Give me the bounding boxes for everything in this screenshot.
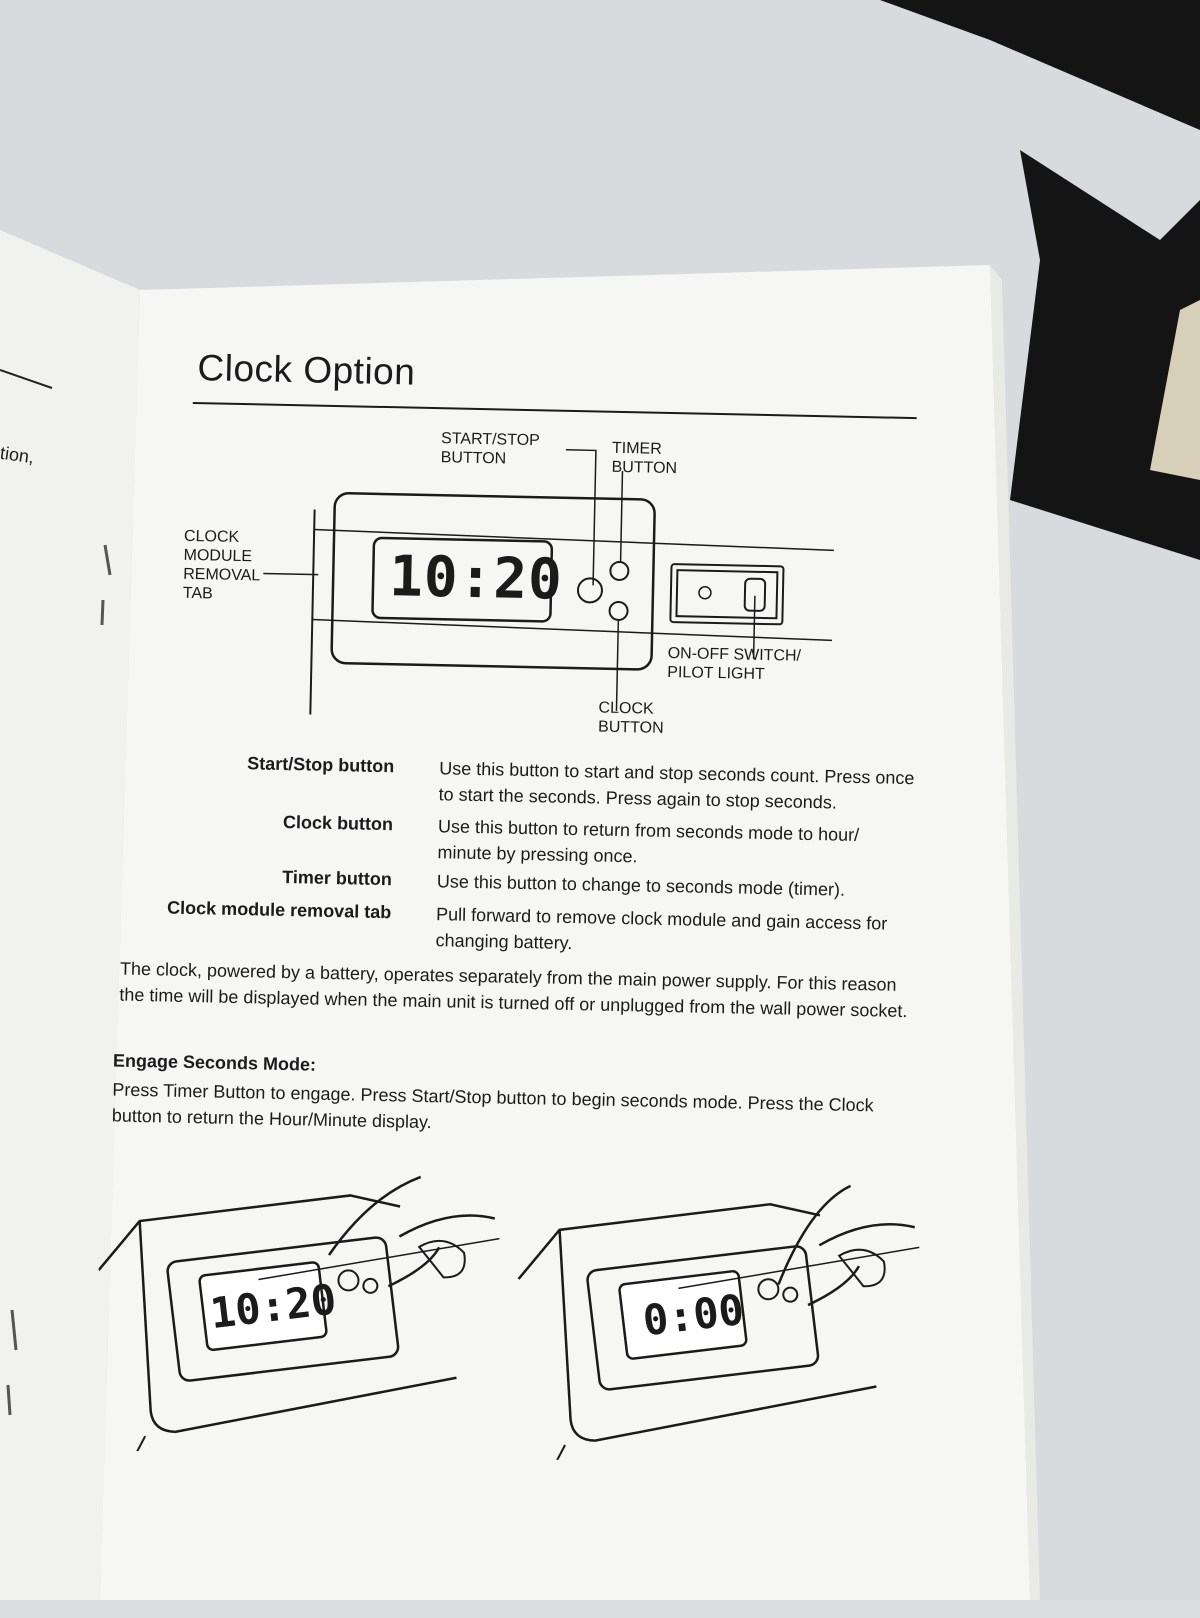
left-page-fragment: tion, <box>0 442 36 468</box>
def-desc: Use this button to start and stop second… <box>438 758 915 813</box>
title-rule <box>192 401 917 420</box>
usage-illustrations: 10:20 0:00 <box>95 1130 962 1476</box>
def-desc: Use this button to return from seconds m… <box>437 816 860 867</box>
black-shape <box>880 0 1200 560</box>
page-title: Clock Option <box>197 347 416 393</box>
def-desc: Pull forward to remove clock module and … <box>435 904 888 954</box>
def-term: Clock module removal tab <box>166 897 392 923</box>
def-term: Clock button <box>282 811 394 835</box>
battery-paragraph: The clock, powered by a battery, operate… <box>119 958 908 1022</box>
seconds-mode-heading: Engage Seconds Mode: <box>112 1050 317 1075</box>
def-term: Timer button <box>282 866 393 890</box>
manual-page: Clock Option <box>72 250 980 1618</box>
label-on-off-switch: ON-OFF SWITCH/PILOT LIGHT <box>667 644 802 684</box>
def-term: Start/Stop button <box>247 753 395 777</box>
diagram-lcd-time: 10:20 <box>388 544 564 613</box>
